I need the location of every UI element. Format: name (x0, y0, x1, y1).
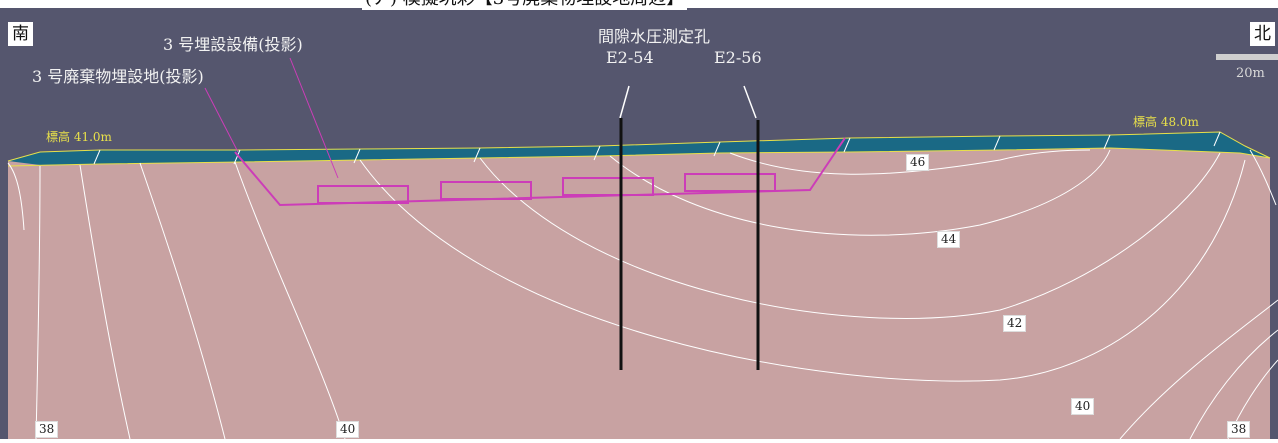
south-label: 南 (8, 22, 33, 46)
site-outline (234, 137, 846, 207)
ground-body (8, 132, 1270, 439)
contour-label-38-right: 38 (1227, 421, 1251, 438)
contour-46 (729, 149, 1091, 175)
surface-tick-1 (93, 149, 101, 165)
well-2-label: E2-56 (714, 48, 762, 67)
facility-drawing (234, 137, 846, 207)
contour-label-38-left: 38 (35, 421, 59, 438)
surface-bottom-line (7, 147, 1271, 167)
surface-tick-2 (233, 149, 241, 165)
well-1-leader (619, 85, 630, 119)
leader-lines (204, 57, 339, 179)
contour-37-left (35, 165, 41, 440)
contour-42 (479, 152, 1221, 319)
surface-tick-7 (843, 137, 851, 153)
elevation-left-label: 標高 41.0m (46, 130, 112, 144)
surface-tick-10 (1213, 131, 1221, 147)
facility-cell-1 (317, 185, 409, 204)
contour-39-right (1189, 329, 1278, 440)
surface-tick-3 (353, 148, 361, 164)
facility-label: 3 号埋設設備(投影) (163, 35, 303, 54)
contour-38-left (79, 164, 131, 440)
facility-cell-4 (684, 173, 776, 192)
scale-label: 20m (1236, 66, 1265, 81)
facility-leader (289, 57, 339, 179)
scale-bar (1216, 54, 1278, 60)
contour-39-left (139, 162, 226, 440)
well-leaders (619, 85, 757, 119)
surface-tick-5 (593, 145, 601, 161)
contour-label-40-left: 40 (336, 421, 360, 438)
contour-40-main (359, 159, 1246, 382)
contour-edge-right (1249, 149, 1277, 206)
north-label: 北 (1250, 22, 1275, 46)
contour-44 (609, 149, 1111, 236)
surface-layer (8, 132, 1270, 165)
site-label: 3 号廃棄物埋設地(投影) (32, 67, 204, 86)
surface-tick-6 (713, 141, 721, 157)
contour-edge-left (7, 162, 25, 231)
well-lines (619, 118, 760, 370)
facility-cell-3 (562, 177, 654, 196)
title-partial: (ア) 模擬坑彩【3号廃棄物埋設地周辺】 (362, 0, 688, 10)
contour-label-42: 42 (1003, 315, 1027, 332)
facility-cell-2 (440, 181, 532, 200)
contour-40-left (234, 161, 346, 440)
surface-outline (7, 131, 1271, 162)
well-group-label: 間隙水圧測定孔 (598, 27, 711, 46)
well-2-leader (743, 85, 757, 119)
site-leader (204, 87, 239, 153)
well-1-label: E2-54 (606, 48, 654, 67)
surface-tick-8 (993, 135, 1001, 151)
contour-label-46: 46 (906, 154, 930, 171)
surface-tick-9 (1103, 134, 1111, 150)
elevation-right-label: 標高 48.0m (1133, 115, 1199, 129)
contour-40-right (1119, 299, 1278, 440)
contour-label-40-right: 40 (1071, 398, 1095, 415)
contour-label-44: 44 (937, 231, 961, 248)
surface-tick-4 (473, 147, 481, 163)
